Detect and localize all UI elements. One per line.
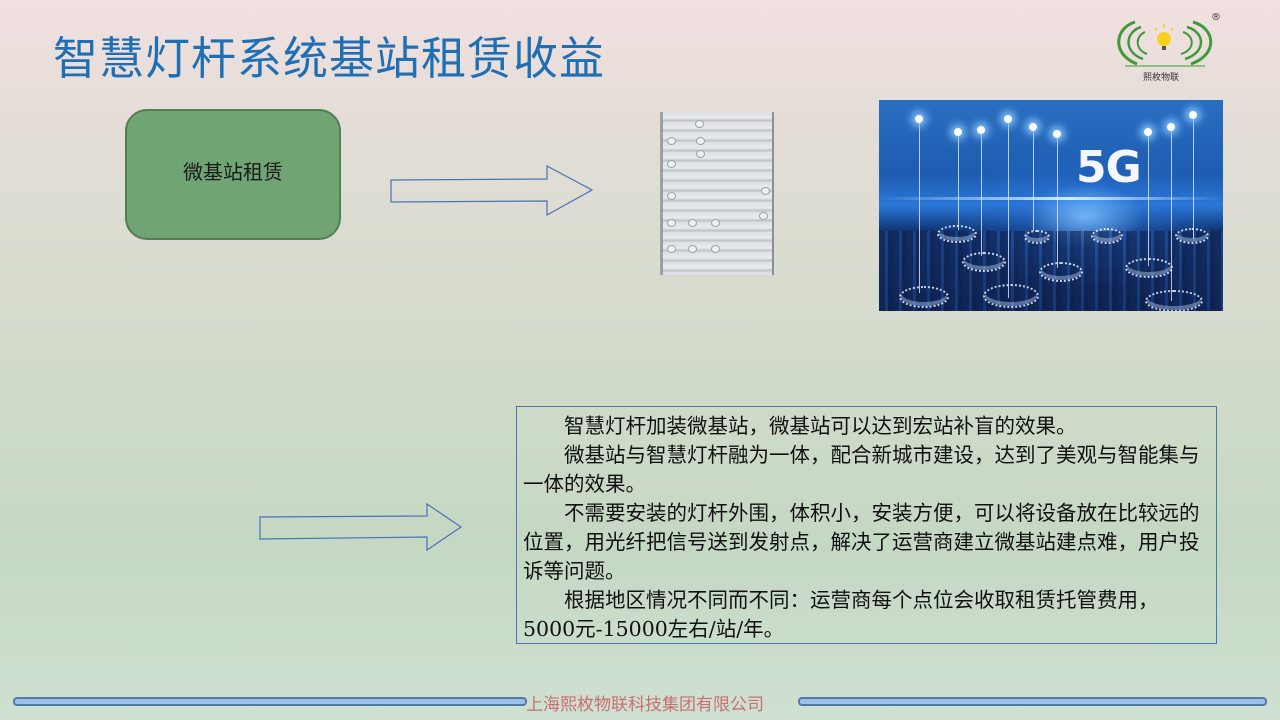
micro-base-station-image bbox=[660, 112, 774, 275]
paragraph-1: 智慧灯杆加装微基站，微基站可以达到宏站补盲的效果。 bbox=[564, 414, 1077, 438]
registered-mark: ® bbox=[1211, 12, 1221, 23]
logo-rings-icon bbox=[1117, 20, 1213, 67]
paragraph-3: 不需要安装的灯杆外围，体积小，安装方便，可以将设备放在比较远的位置，用光纤把信号… bbox=[523, 501, 1200, 583]
logo-text: 熙枚物联 bbox=[1143, 73, 1180, 83]
footer-bar-right bbox=[798, 697, 1267, 706]
5g-label: 5G bbox=[1076, 142, 1142, 193]
page-title: 智慧灯杆系统基站租赁收益 bbox=[53, 32, 606, 85]
5g-network-image: 5G bbox=[879, 100, 1223, 311]
footer-bar-left bbox=[13, 697, 527, 706]
paragraph-4: 根据地区情况不同而不同：运营商每个点位会收取租赁托管费用，5000元-15000… bbox=[523, 588, 1159, 641]
footer-company-name: 上海熙枚物联科技集团有限公司 bbox=[526, 695, 764, 715]
micro-base-station-box: 微基站租赁 bbox=[125, 109, 341, 240]
company-logo: ® 熙枚物联 bbox=[1105, 12, 1225, 86]
right-arrow-icon bbox=[390, 165, 594, 217]
lightbulb-icon bbox=[1157, 32, 1171, 46]
green-box-label: 微基站租赁 bbox=[183, 160, 283, 184]
right-arrow-icon-2 bbox=[259, 502, 463, 552]
paragraph-2: 微基站与智慧灯杆融为一体，配合新城市建设，达到了美观与智能集与一体的效果。 bbox=[523, 443, 1200, 496]
description-textbox: 智慧灯杆加装微基站，微基站可以达到宏站补盲的效果。 微基站与智慧灯杆融为一体，配… bbox=[516, 406, 1217, 644]
